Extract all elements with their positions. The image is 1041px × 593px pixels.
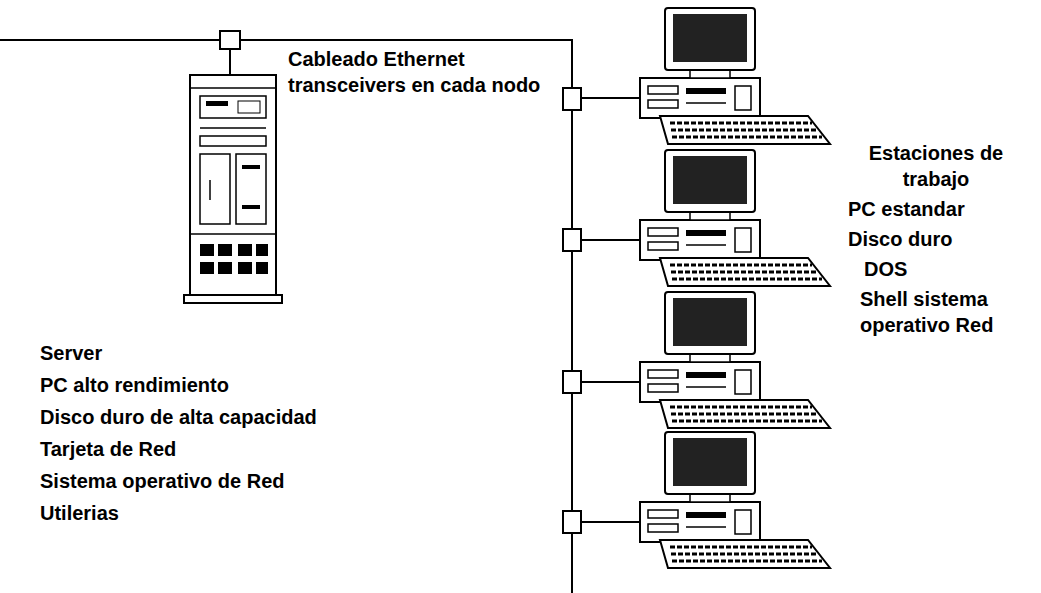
transceiver: [563, 511, 581, 533]
workstation: [563, 8, 830, 144]
drop-cable: [581, 381, 640, 383]
pc-icon: [640, 150, 830, 286]
workstation: [563, 292, 830, 428]
workstation-label: Shell sistema operativo Red: [860, 286, 1036, 338]
workstation-label: DOS: [864, 256, 907, 282]
cable-note: Cableado Ethernet: [288, 46, 465, 72]
drop-cable: [581, 521, 640, 523]
ethernet-cable: [0, 40, 572, 593]
workstation-label: Disco duro: [848, 226, 952, 252]
server-label: PC alto rendimiento: [40, 372, 229, 398]
pc-icon: [640, 292, 830, 428]
transceiver: [563, 229, 581, 251]
transceiver: [563, 88, 581, 110]
cable-note: transceivers en cada nodo: [288, 72, 540, 98]
server-label: Utilerias: [40, 500, 119, 526]
workstation-label: Estaciones de trabajo: [846, 140, 1026, 192]
transceiver: [220, 31, 240, 49]
server-label: Disco duro de alta capacidad: [40, 404, 317, 430]
transceiver: [563, 371, 581, 393]
drop-cable: [229, 49, 231, 75]
workstation-label: PC estandar: [848, 196, 965, 222]
server-tower: [184, 75, 282, 303]
drop-cable: [581, 239, 640, 241]
server-label: Server: [40, 340, 102, 366]
workstation: [563, 432, 830, 568]
drop-cable: [581, 97, 640, 99]
pc-icon: [640, 8, 830, 144]
server-label: Sistema operativo de Red: [40, 468, 285, 494]
workstation: [563, 150, 830, 286]
pc-icon: [640, 432, 830, 568]
server-label: Tarjeta de Red: [40, 436, 176, 462]
